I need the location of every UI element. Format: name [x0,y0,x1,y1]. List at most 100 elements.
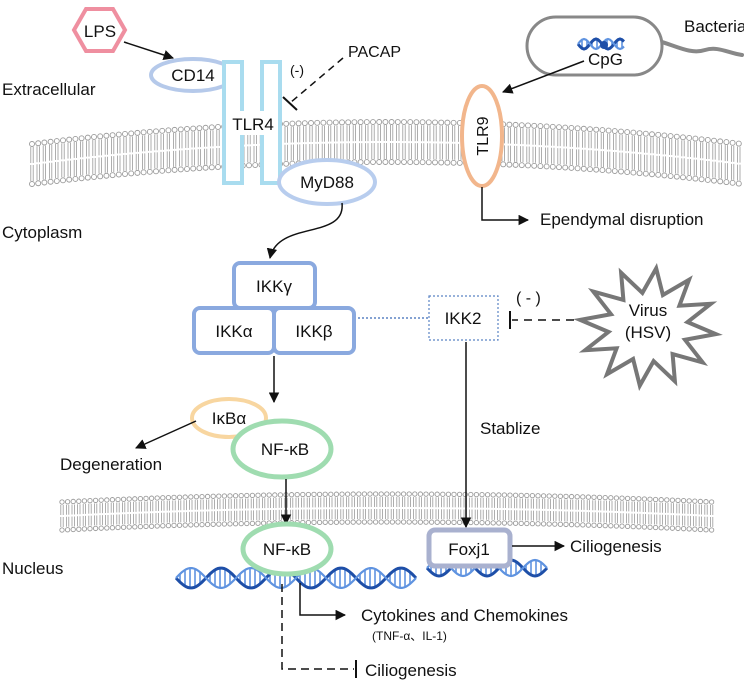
lipid-head [611,168,618,175]
lipid-head [537,163,544,170]
lipid-head [438,119,445,126]
lipid-head [562,124,569,131]
lipid-head [580,494,586,500]
lipid-head [652,496,659,503]
lipid-head [389,491,396,497]
lipid-head [378,491,384,497]
lipid-head [518,492,524,499]
lipid-head [468,491,474,498]
lipid-head [649,171,655,178]
lipid-head [115,524,121,531]
lipid-head [41,139,48,146]
lipid-head [624,523,631,530]
lipid-head [196,165,203,172]
lipid-head [407,119,414,126]
lipid-head [675,497,681,504]
lipid-head [605,167,612,174]
lipid-head [64,527,71,533]
lipid-head [587,126,593,133]
ikba-label: IκBα [212,409,247,428]
lipid-head [444,159,451,166]
virus-effect: ( - ) [516,290,541,307]
lipid-head [512,161,519,168]
lipid-head [735,180,742,187]
pacap-label: PACAP [348,44,401,61]
lipid-head [611,128,618,135]
lipid-head [669,525,676,531]
lipid-head [557,521,564,527]
lipid-head [692,526,698,532]
lipid-head [641,524,648,530]
lipid-head [568,521,575,528]
tlr9-ellipse [460,84,504,188]
lipid-head [122,131,128,137]
lipid-head [419,119,426,126]
lipid-head [667,173,674,179]
lipid-head [574,165,581,172]
lipid-head [704,177,711,183]
lipid-head [356,519,362,525]
lipid-head [193,494,200,500]
lipid-head [451,519,457,525]
label-cytoplasm: Cytoplasm [2,223,82,242]
lipid-head [70,498,76,505]
lipid-head [193,522,200,528]
lipid-head [305,491,312,498]
lipid-head [552,521,558,527]
cd14-label: CD14 [171,66,214,85]
lipid-head [444,119,451,126]
lipid-head [322,519,328,525]
lipid-head [344,491,351,497]
lipid-head [53,138,60,144]
nfkb-cyto-ellipse [230,418,334,480]
arrow-lps-cd14 [123,41,174,61]
lipid-head [120,496,127,502]
lipid-head [176,494,183,500]
lipid-head [210,493,216,499]
lipid-head [288,492,295,498]
lipid-head [351,119,358,126]
lipid-head [529,492,536,499]
lipid-head [244,520,250,527]
lipid-head [543,123,550,130]
lipid-head [363,119,370,126]
lipid-head [316,491,323,497]
lipid-head [613,495,620,501]
lipid-head [563,493,569,500]
lipid-head [272,492,278,498]
lipid-head [171,166,178,173]
lipid-head [484,492,491,498]
lipid-head [41,179,48,186]
lipid-head [333,519,340,525]
lipid-head [507,520,513,526]
lipid-head [574,522,580,528]
cell-membrane [29,119,742,187]
lipid-head [619,495,625,501]
lipid-head [370,159,376,165]
lipid-head [680,134,686,141]
lipid-head [66,136,73,143]
lipid-head [159,127,166,134]
lipid-head [525,162,531,169]
lipid-head [204,521,211,528]
lipid-head [417,491,424,497]
lipid-head [295,120,302,127]
lipid-head [574,125,581,132]
lipid-head [630,169,637,176]
lipid-head [664,497,670,503]
lipid-head [669,497,676,503]
lipid-head [587,166,593,173]
lipid-head [215,124,221,130]
lipid-head [661,172,668,179]
lipid-head [593,126,600,133]
lipid-head [361,491,368,497]
lipid-head [711,177,717,184]
nfkb-nuc-ellipse [240,521,334,577]
lipid-head [568,164,575,171]
lipid-head [81,498,88,504]
lipid-head [406,491,412,497]
lipid-head [199,493,205,500]
lipid-head [328,491,334,497]
lipid-head [188,494,194,500]
lipid-head [585,494,592,500]
